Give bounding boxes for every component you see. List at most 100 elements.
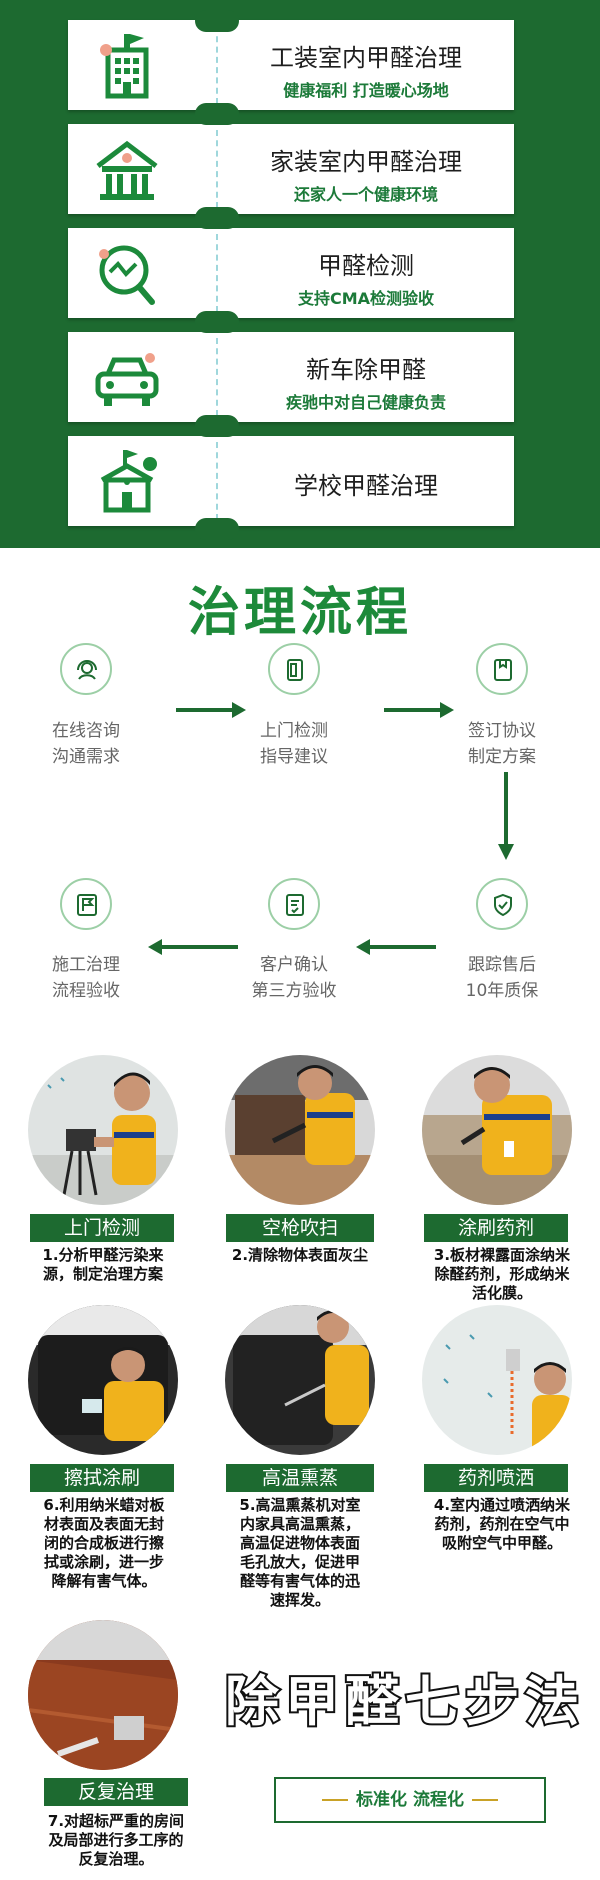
step-text: 上门检测 指导建议 — [224, 718, 364, 770]
service-card-office[interactable]: 工装室内甲醛治理 健康福利 打造暖心场地 — [68, 20, 514, 110]
step-description: 3.板材裸露面涂纳米 除醛药剂，形成纳米 活化膜。 — [414, 1246, 590, 1303]
step-label: 高温熏蒸 — [226, 1464, 374, 1492]
step-circle — [268, 643, 320, 695]
arrow-left-icon — [356, 939, 436, 955]
arrow-down-icon — [498, 772, 514, 860]
tagline-text: 标准化 流程化 — [356, 1790, 464, 1810]
step-line: 指导建议 — [260, 747, 328, 767]
step-description: 2.清除物体表面灰尘 — [214, 1246, 386, 1265]
service-card-home[interactable]: 家装室内甲醛治理 还家人一个健康环境 — [68, 124, 514, 214]
card-divider — [216, 130, 218, 208]
step-description: 6.利用纳米蜡对板 材表面及表面无封 闭的合成板进行擦 拭或涂刷，进一步 降解有… — [18, 1496, 190, 1591]
service-card-school[interactable]: 学校甲醛治理 — [68, 436, 514, 526]
card-divider — [216, 26, 218, 104]
flag-icon — [77, 894, 97, 916]
seven-steps-title: 除甲醛七步法 — [223, 1668, 585, 1735]
desc-line: 7.对超标严重的房间 — [47, 1812, 185, 1830]
connector-bump — [195, 415, 239, 437]
seven-steps-title-text: 除甲醛七步法 — [225, 1670, 585, 1733]
process-title: 治理流程 — [187, 583, 412, 643]
desc-line: 毛孔放大，促进甲 — [239, 1553, 360, 1571]
desc-line: 除醛药剂，形成纳米 — [434, 1265, 570, 1283]
desc-line: 高温促进物体表面 — [239, 1534, 360, 1552]
service-title: 学校甲醛治理 — [294, 472, 438, 500]
service-title: 家装室内甲醛治理 — [270, 148, 462, 176]
desc-line: 内家具高温熏蒸， — [239, 1515, 360, 1533]
step-line: 跟踪售后 — [468, 955, 536, 975]
step-line: 第三方验收 — [251, 981, 337, 1001]
connector-bump — [195, 518, 239, 540]
door-icon — [287, 659, 303, 681]
step-line: 10年质保 — [465, 981, 539, 1001]
step-description: 5.高温熏蒸机对室 内家具高温熏蒸， 高温促进物体表面 毛孔放大，促进甲 醛等有… — [214, 1496, 386, 1610]
step-label: 空枪吹扫 — [226, 1214, 374, 1242]
step-line: 流程验收 — [52, 981, 120, 1001]
step-line: 客户确认 — [260, 955, 328, 975]
desc-line: 醛等有害气体的迅 — [239, 1572, 360, 1590]
step-text: 在线咨询 沟通需求 — [16, 718, 156, 770]
service-subtitle: 疾驰中对自己健康负责 — [285, 393, 446, 412]
decorative-dash — [322, 1799, 349, 1801]
step-circle — [268, 878, 320, 930]
desc-line: 吸附空气中甲醛。 — [441, 1534, 562, 1552]
car-icon — [95, 353, 159, 406]
step-line: 在线咨询 — [52, 721, 120, 741]
step-line: 沟通需求 — [52, 747, 120, 767]
photo-inspection — [28, 1055, 178, 1205]
connector-bump — [195, 103, 239, 125]
service-subtitle: 健康福利 打造暖心场地 — [283, 81, 449, 100]
step-circle — [60, 643, 112, 695]
school-icon — [100, 450, 157, 513]
step-circle — [60, 878, 112, 930]
service-title: 新车除甲醛 — [306, 356, 426, 384]
step-description: 4.室内通过喷洒纳米 药剂，药剂在空气中 吸附空气中甲醛。 — [414, 1496, 590, 1553]
photo-brushing — [422, 1055, 572, 1205]
connector-bump — [195, 311, 239, 333]
desc-line: 5.高温熏蒸机对室 — [239, 1496, 361, 1514]
arrow-left-icon — [148, 939, 238, 955]
photo-repeat — [28, 1620, 178, 1770]
service-subtitle: 还家人一个健康环境 — [293, 185, 438, 204]
desc-line: 3.板材裸露面涂纳米 — [433, 1246, 571, 1264]
desc-line: 4.室内通过喷洒纳米 — [433, 1496, 571, 1514]
card-divider — [216, 338, 218, 416]
connector-bump — [195, 207, 239, 229]
desc-line: 活化膜。 — [471, 1284, 532, 1302]
card-divider — [216, 442, 218, 520]
desc-line: 闭的合成板进行擦 — [43, 1534, 164, 1552]
desc-line: 1.分析甲醛污染来 — [42, 1246, 164, 1264]
service-title: 工装室内甲醛治理 — [270, 44, 462, 72]
desc-line: 拭或涂刷，进一步 — [43, 1553, 164, 1571]
step-text: 客户确认 第三方验收 — [224, 952, 364, 1004]
step-line: 制定方案 — [468, 747, 536, 767]
step-description: 1.分析甲醛污染来 源，制定治理方案 — [18, 1246, 188, 1284]
desc-line: 速挥发。 — [269, 1591, 330, 1609]
step-line: 签订协议 — [468, 721, 536, 741]
shield-check-icon — [494, 893, 512, 917]
arrow-right-icon — [384, 702, 454, 718]
connector-bump — [195, 10, 239, 32]
arrow-right-icon — [176, 702, 246, 718]
service-title: 甲醛检测 — [318, 252, 414, 280]
step-circle — [476, 878, 528, 930]
standard-tagline-box: 标准化 流程化 — [274, 1777, 546, 1823]
step-text: 施工治理 流程验收 — [16, 952, 156, 1004]
desc-line: 6.利用纳米蜡对板 — [43, 1496, 165, 1514]
step-line: 施工治理 — [52, 955, 120, 975]
service-card-detection[interactable]: 甲醛检测 支持CMA检测验收 — [68, 228, 514, 318]
step-description: 7.对超标严重的房间 及局部进行多工序的 反复治理。 — [18, 1812, 214, 1869]
headset-icon — [77, 660, 97, 680]
service-subtitle: 支持CMA检测验收 — [297, 289, 435, 308]
magnifier-check-icon — [99, 245, 155, 305]
step-label: 反复治理 — [44, 1778, 188, 1806]
desc-line: 降解有害气体。 — [51, 1572, 157, 1590]
step-label: 上门检测 — [30, 1214, 174, 1242]
step-line: 上门检测 — [260, 721, 328, 741]
contract-icon — [494, 659, 512, 681]
desc-line: 及局部进行多工序的 — [48, 1831, 184, 1849]
card-divider — [216, 234, 218, 312]
service-card-car[interactable]: 新车除甲醛 疾驰中对自己健康负责 — [68, 332, 514, 422]
step-label: 涂刷药剂 — [424, 1214, 568, 1242]
services-panel: 工装室内甲醛治理 健康福利 打造暖心场地 家装室内甲醛治理 还家人一个健康环境 … — [0, 0, 600, 548]
step-label: 擦拭涂刷 — [30, 1464, 174, 1492]
